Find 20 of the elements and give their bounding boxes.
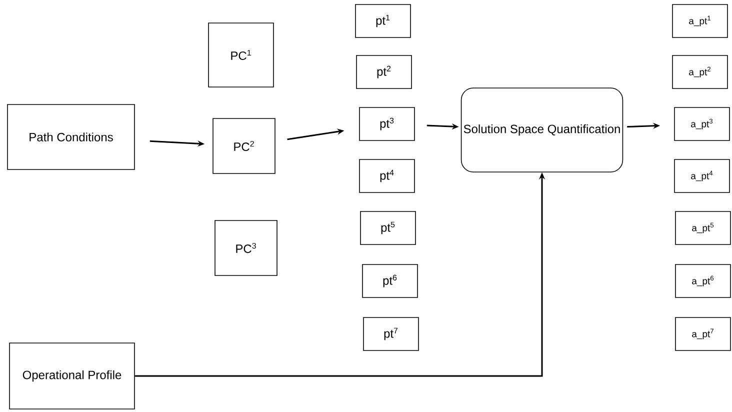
- process-box: pt$^{1}$: [355, 4, 411, 38]
- process-box: a_pt$^{5}$: [675, 211, 731, 245]
- process-box: PC$^{3}$: [214, 220, 278, 276]
- process-box: PC$^{2}$: [212, 118, 276, 174]
- process-box: a_pt$^{4}$: [674, 159, 730, 193]
- process-box: pt$^{3}$: [359, 107, 415, 141]
- process-box: pt$^{5}$: [360, 211, 416, 245]
- process-box: a_pt$^{3}$: [674, 107, 730, 141]
- process-box: a_pt$^{1}$: [672, 4, 728, 38]
- process-box: Operational Profile: [9, 342, 135, 410]
- process-box: pt$^{6}$: [362, 264, 418, 298]
- process-box: pt$^{4}$: [359, 159, 415, 193]
- process-box: pt$^{7}$: [363, 317, 419, 351]
- process-box: a_pt$^{2}$: [672, 55, 728, 89]
- process-box: Solution Space Quantification: [460, 88, 624, 172]
- process-box: Path Conditions: [7, 104, 135, 170]
- process-box: pt$^{2}$: [356, 55, 412, 89]
- process-box: a_pt$^{6}$: [675, 264, 731, 298]
- process-box: a_pt$^{7}$: [675, 317, 731, 351]
- process-box: PC$^{1}$: [208, 22, 274, 88]
